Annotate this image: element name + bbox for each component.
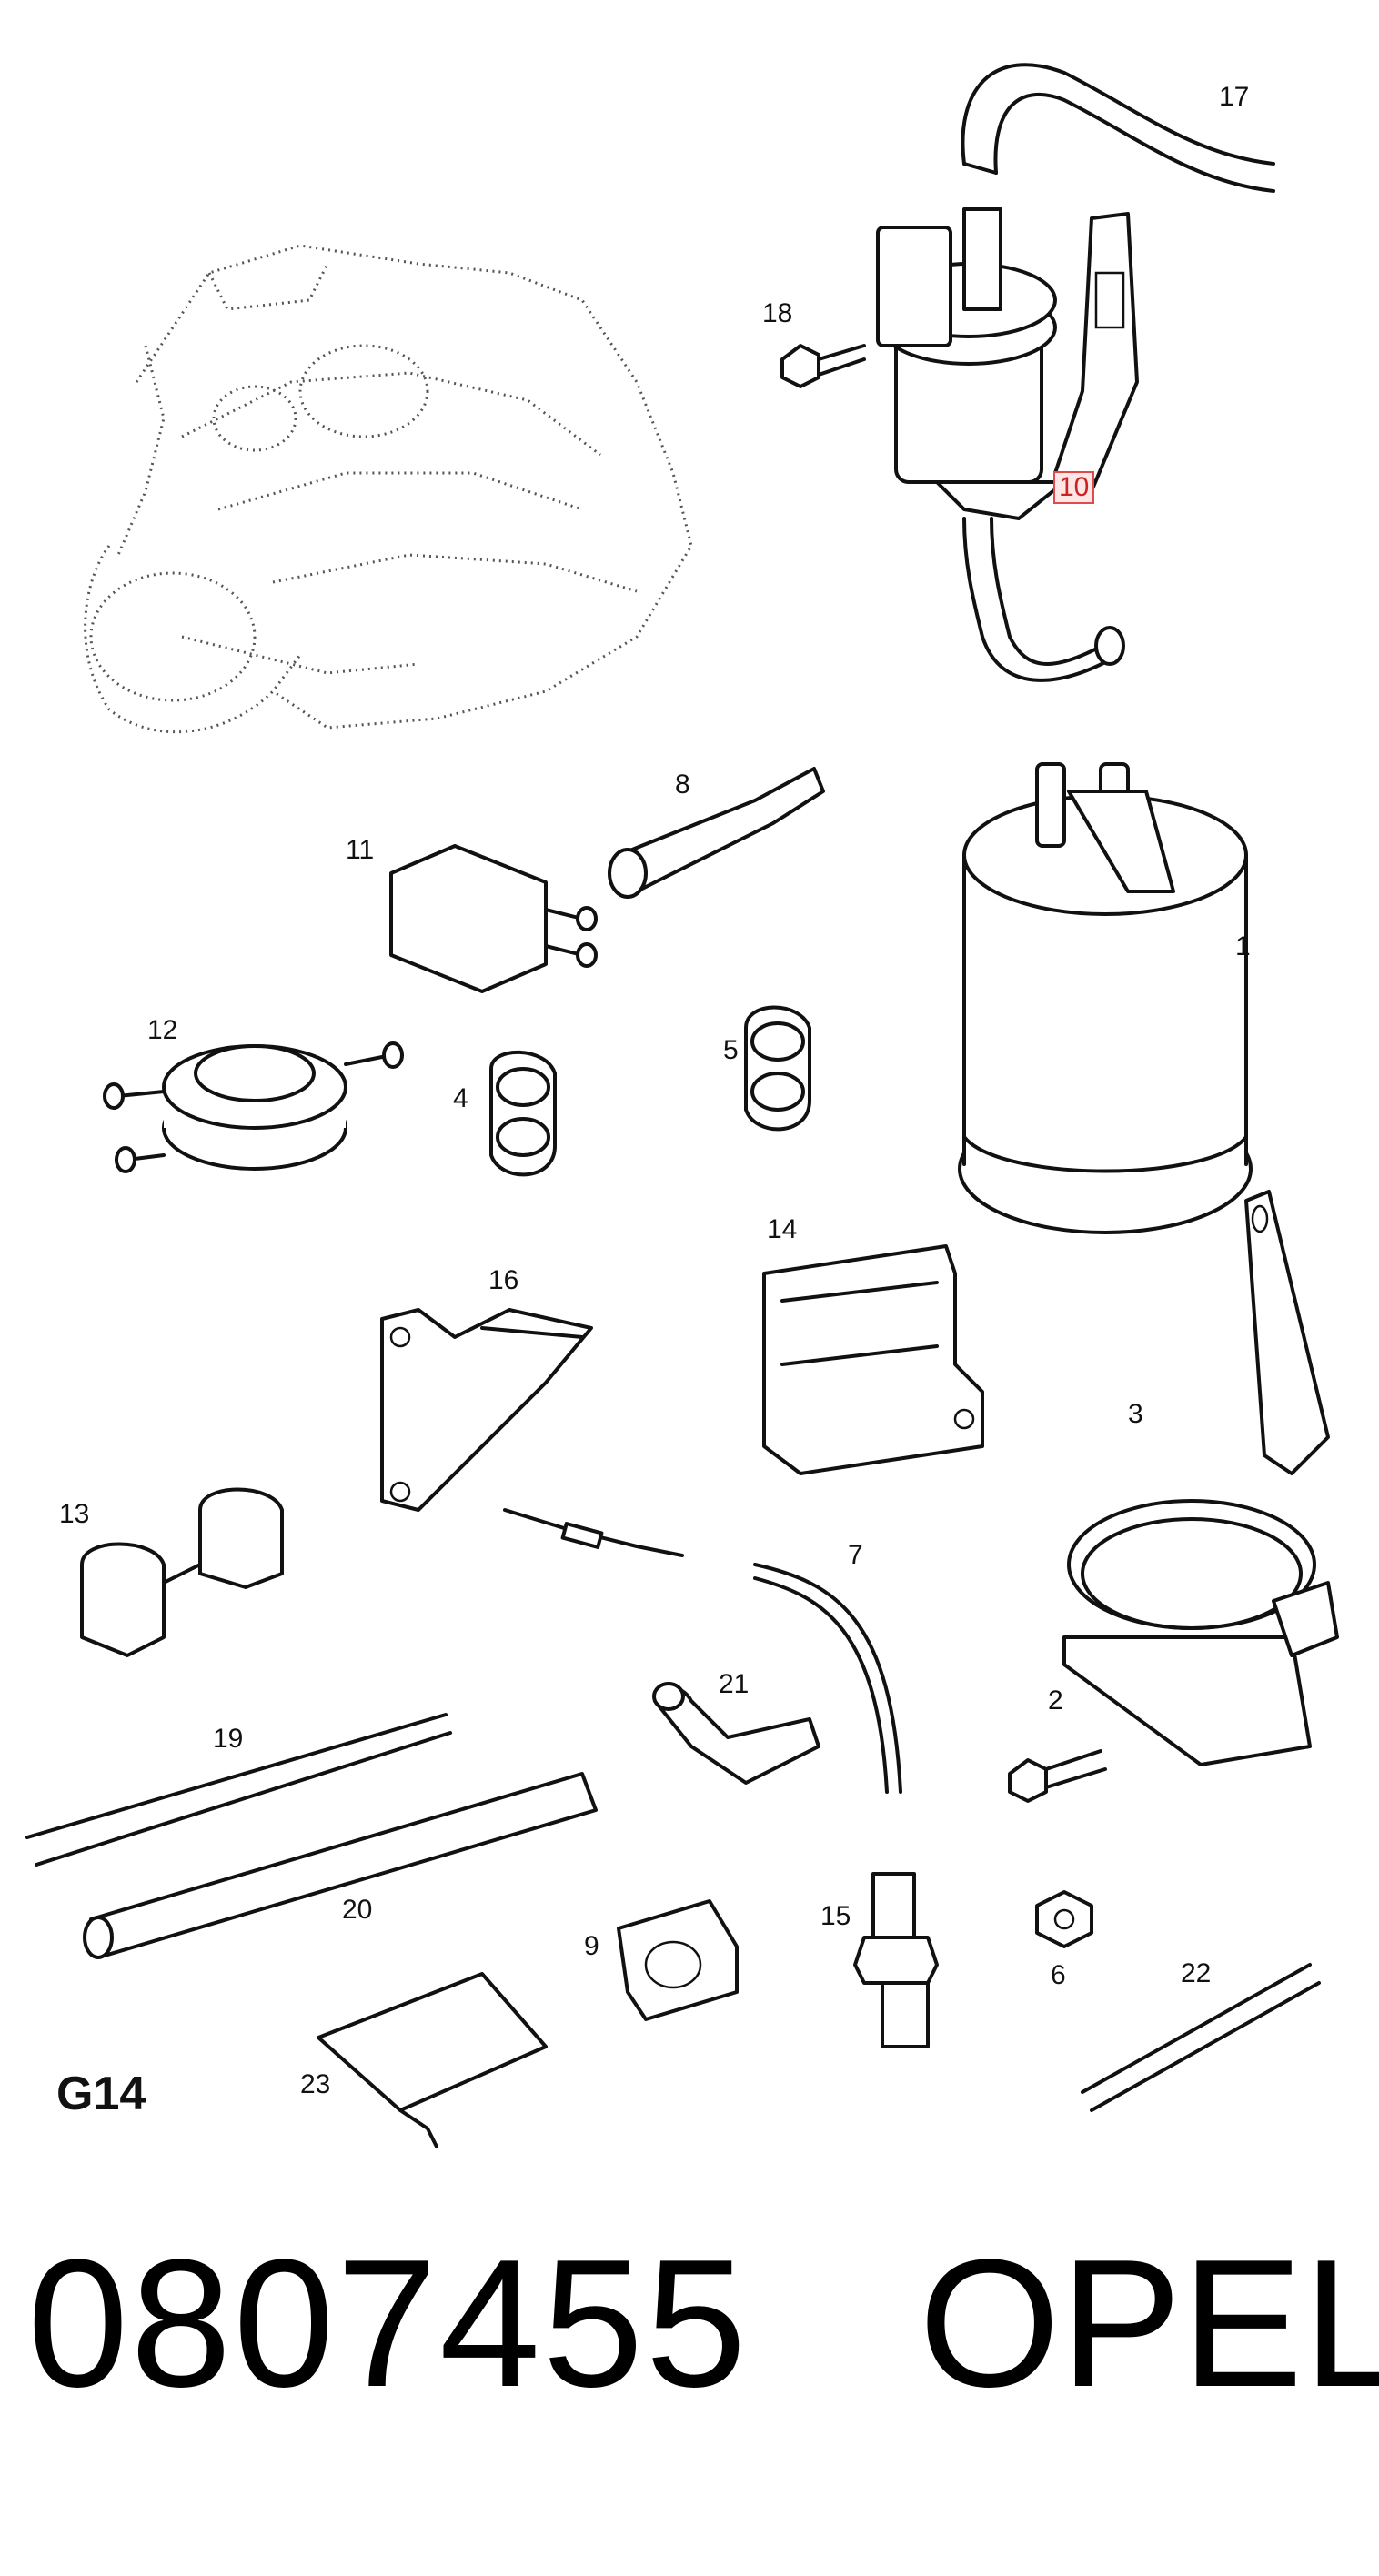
bolt-2: [1008, 1749, 1107, 1803]
strip-23: [317, 1972, 548, 2148]
callout-8: 8: [675, 770, 690, 800]
callout-15: 15: [820, 1901, 851, 1931]
part-number: 0807455: [27, 2222, 749, 2425]
callout-2: 2: [1048, 1685, 1063, 1716]
callout-3: 3: [1128, 1399, 1143, 1429]
callout-17: 17: [1219, 82, 1250, 112]
bracket-9: [617, 1899, 739, 2021]
callout-18: 18: [762, 298, 793, 328]
callout-13: 13: [59, 1499, 90, 1529]
callout-14: 14: [767, 1214, 798, 1244]
callout-19: 19: [213, 1724, 244, 1754]
brand-name: OPEL: [919, 2222, 1379, 2425]
callout-22: 22: [1181, 1958, 1212, 1988]
callout-10-highlighted: 10: [1053, 471, 1095, 504]
callout-21: 21: [719, 1669, 750, 1699]
rod-22: [1081, 1963, 1321, 2112]
bolt-18: [780, 344, 866, 388]
callout-5: 5: [723, 1035, 739, 1065]
callout-23: 23: [300, 2069, 331, 2099]
engine-illustration: [84, 244, 693, 734]
line-7: [503, 1508, 902, 1794]
rod-19: [25, 1713, 452, 1867]
canister-1: [958, 762, 1253, 1234]
callout-4: 4: [453, 1083, 468, 1113]
callout-1: 1: [1235, 931, 1251, 961]
valve-assembly-10: [876, 207, 1139, 682]
clip-13: [80, 1487, 284, 1657]
callout-20: 20: [342, 1895, 373, 1925]
nozzle-8: [608, 767, 825, 899]
bracket-14: [762, 1244, 984, 1475]
stud-15: [853, 1872, 939, 2048]
callout-16: 16: [488, 1265, 519, 1295]
callout-11: 11: [346, 835, 375, 865]
tube-20: [89, 1772, 598, 1957]
connector-11: [389, 844, 598, 993]
nut-6: [1035, 1890, 1093, 1948]
callout-6: 6: [1051, 1960, 1066, 1990]
clamp-3: [1062, 1190, 1339, 1766]
damper-12: [103, 1041, 404, 1173]
hose-17: [961, 63, 1275, 166]
callout-7: 7: [848, 1540, 863, 1570]
callout-9: 9: [584, 1931, 599, 1961]
callout-12: 12: [147, 1015, 178, 1045]
bracket-16: [380, 1308, 593, 1512]
section-code: G14: [56, 2068, 146, 2120]
clip-5: [744, 1005, 811, 1132]
clip-4: [489, 1050, 557, 1177]
